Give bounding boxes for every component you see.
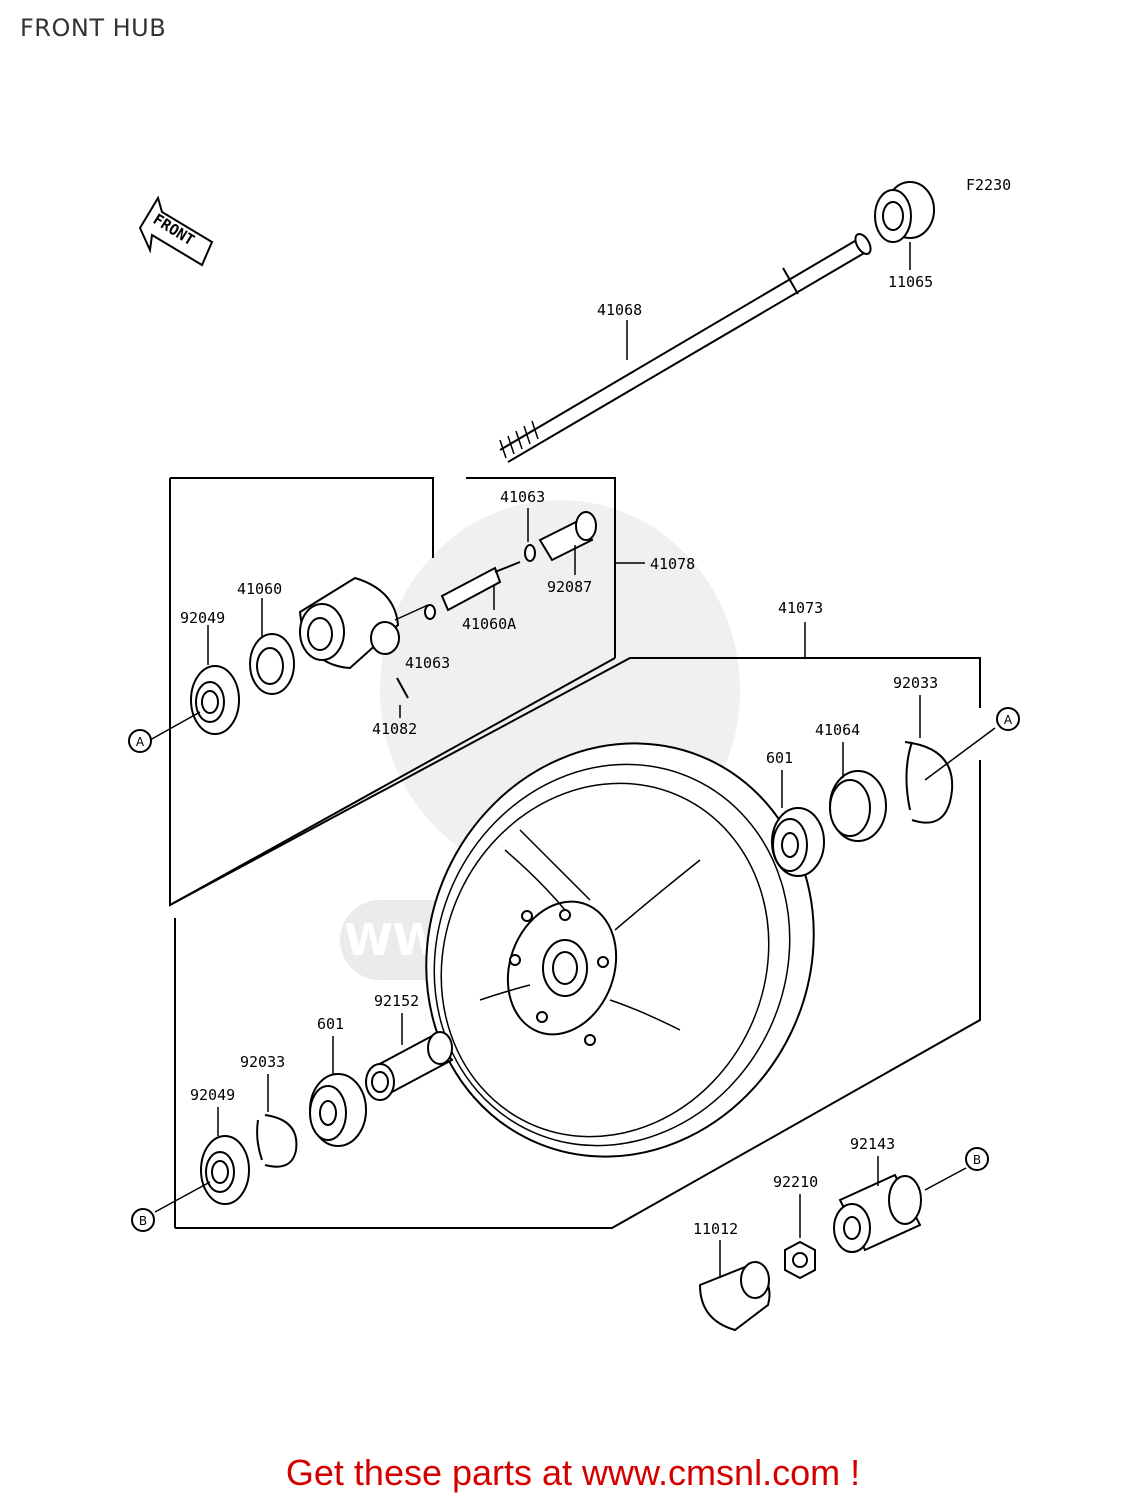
pinion-41060a xyxy=(440,561,521,612)
meter-gear-housing xyxy=(298,576,436,670)
part-number-41078: 41078 xyxy=(650,555,695,573)
part-number-92087: 92087 xyxy=(547,578,592,596)
part-number-92033-left: 92033 xyxy=(240,1053,285,1071)
part-number-41068: 41068 xyxy=(597,301,642,319)
part-number-92210: 92210 xyxy=(773,1173,818,1191)
svg-text:B: B xyxy=(973,1153,981,1167)
front-wheel xyxy=(425,742,815,1158)
part-number-92152: 92152 xyxy=(374,992,419,1010)
part-number-11012: 11012 xyxy=(693,1220,738,1238)
part-number-41060a: 41060A xyxy=(462,615,516,633)
oil-seal-top xyxy=(149,625,240,741)
retainer-41064 xyxy=(829,742,887,842)
part-number-92049-top: 92049 xyxy=(180,609,225,627)
svg-text:A: A xyxy=(1004,713,1013,727)
svg-text:A: A xyxy=(136,735,145,749)
front-axle xyxy=(499,233,872,463)
page-title: FRONT HUB xyxy=(20,14,167,42)
washer-41063 xyxy=(524,544,536,562)
spacer-92152 xyxy=(365,1013,454,1101)
circlip-left xyxy=(256,1074,298,1168)
part-number-41060: 41060 xyxy=(237,580,282,598)
bearing-right xyxy=(771,770,825,877)
bushing-92087 xyxy=(538,511,597,575)
circlip-right xyxy=(904,695,996,824)
exploded-parts-diagram: WWW.CMSNL.COM F2230 FRONT xyxy=(128,176,1020,1332)
figure-code: F2230 xyxy=(966,176,1011,194)
part-number-41064: 41064 xyxy=(815,721,860,739)
svg-text:B: B xyxy=(139,1214,147,1228)
nut-92210 xyxy=(784,1194,816,1280)
front-arrow-icon: FRONT xyxy=(138,195,214,267)
part-number-601-left: 601 xyxy=(317,1015,344,1033)
part-number-41063-mid: 41063 xyxy=(405,654,450,672)
oil-seal-bottom xyxy=(154,1107,250,1213)
collar-92143 xyxy=(833,1156,967,1253)
part-number-92049-bottom: 92049 xyxy=(190,1086,235,1104)
callout-b-right: B xyxy=(965,1147,989,1171)
bearing-left xyxy=(309,1036,367,1147)
part-number-92143: 92143 xyxy=(850,1135,895,1153)
cap-11012 xyxy=(698,1240,771,1332)
footer-link[interactable]: Get these parts at www.cmsnl.com ! xyxy=(285,1452,861,1493)
collar-11065 xyxy=(874,181,935,270)
pin-41082 xyxy=(396,677,409,699)
callout-a-left: A xyxy=(128,729,152,753)
callout-b-left: B xyxy=(131,1208,155,1232)
part-number-92033-right: 92033 xyxy=(893,674,938,692)
callout-a-right: A xyxy=(996,707,1020,731)
part-number-41063-top: 41063 xyxy=(500,488,545,506)
part-number-601-right: 601 xyxy=(766,749,793,767)
part-number-41073: 41073 xyxy=(778,599,823,617)
gear-41060 xyxy=(249,598,295,695)
part-number-11065: 11065 xyxy=(888,273,933,291)
part-number-41082: 41082 xyxy=(372,720,417,738)
